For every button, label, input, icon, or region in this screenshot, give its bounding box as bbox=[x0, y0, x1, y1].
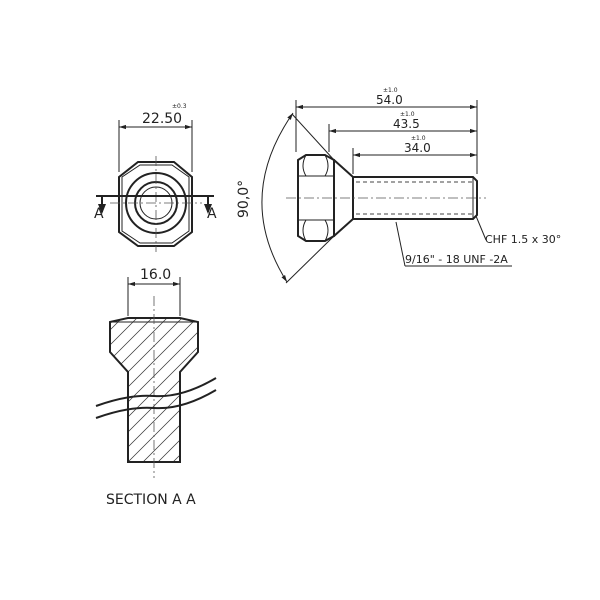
hex-chamfer bbox=[121, 164, 190, 244]
dim-length-2: 43.5 bbox=[393, 117, 420, 131]
angle-extension-bottom bbox=[285, 235, 335, 284]
head-arc bbox=[324, 219, 329, 242]
dim-hex-width: 22.50 bbox=[142, 111, 182, 127]
end-view: 22.50 ±0.3 A A bbox=[94, 103, 217, 252]
callout-thread: 9/16" - 18 UNF -2A bbox=[405, 253, 508, 266]
head-arc bbox=[324, 154, 329, 177]
tol-hex-width: ±0.3 bbox=[172, 103, 187, 110]
section-arrowhead-left bbox=[98, 204, 106, 214]
cone-edge-bottom bbox=[333, 218, 354, 237]
section-marker-left: A bbox=[94, 206, 104, 222]
dim-shank-diameter: 16.0 bbox=[140, 267, 171, 283]
section-title: SECTION A A bbox=[106, 492, 196, 508]
angle-arc bbox=[261, 112, 294, 283]
break-line bbox=[95, 377, 217, 407]
cone-edge-top bbox=[333, 159, 354, 178]
head-arc bbox=[302, 154, 307, 177]
section-view: 16.0 SECTION A A bbox=[95, 267, 217, 508]
dim-head-angle: 90,0° bbox=[236, 180, 252, 218]
tol-thread-length: ±1.0 bbox=[411, 135, 426, 142]
side-view: 54.0 ±1.0 43.5 ±1.0 34.0 ±1.0 90,0° CHF … bbox=[236, 87, 561, 284]
angle-extension-top bbox=[291, 113, 335, 161]
dim-thread-length: 34.0 bbox=[404, 141, 431, 155]
tol-length-2: ±1.0 bbox=[400, 111, 415, 118]
section-outline bbox=[109, 317, 199, 463]
section-marker-right: A bbox=[207, 206, 217, 222]
leader-thread bbox=[395, 221, 406, 267]
section-arrowhead-right bbox=[204, 204, 212, 214]
dim-overall-length: 54.0 bbox=[376, 93, 403, 107]
leader-chamfer bbox=[475, 215, 487, 241]
hex-outline bbox=[118, 161, 193, 247]
head-arc bbox=[302, 219, 307, 242]
callout-chamfer: CHF 1.5 x 30° bbox=[485, 233, 561, 246]
tol-overall-length: ±1.0 bbox=[383, 87, 398, 94]
break-line bbox=[95, 389, 217, 419]
